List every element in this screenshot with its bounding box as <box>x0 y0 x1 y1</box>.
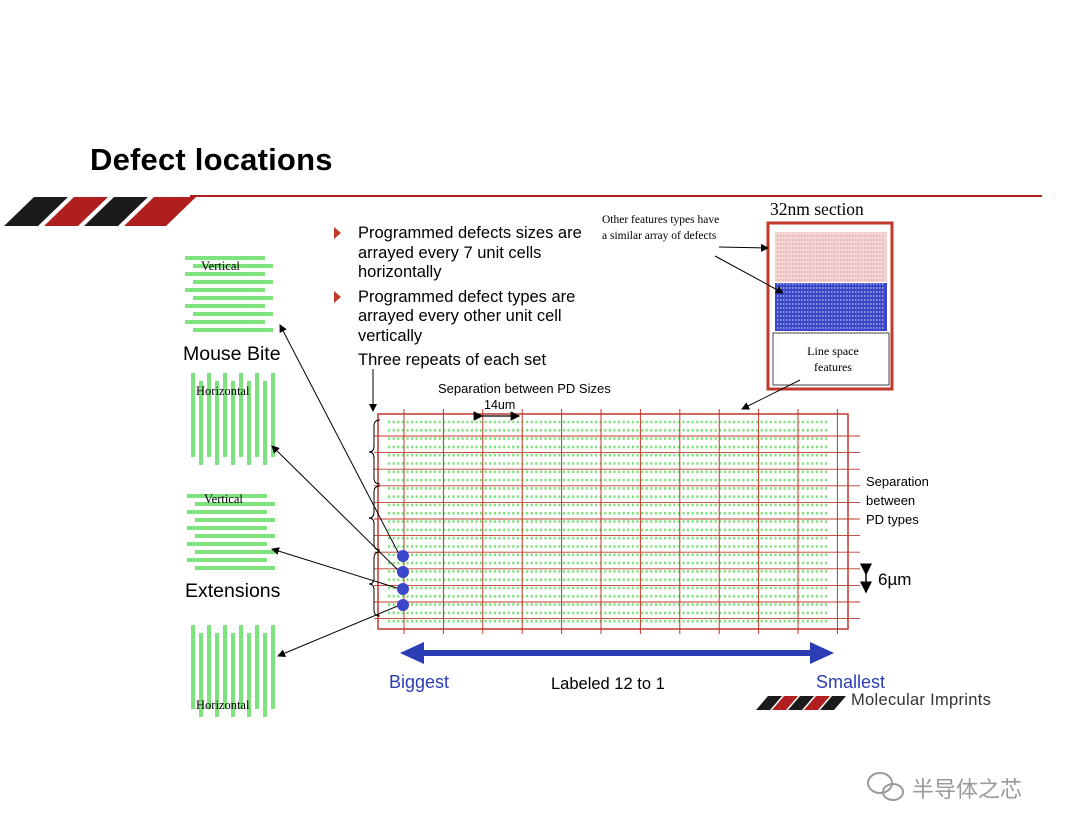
swatch-stripe <box>191 625 195 709</box>
swatch-stripe <box>231 381 235 465</box>
swatch-stripe <box>263 633 267 717</box>
swatch-stripe <box>255 373 259 457</box>
swatch-stripe <box>239 625 243 709</box>
pattern-swatch <box>187 490 275 570</box>
swatch-stripe <box>195 518 275 522</box>
swatch-stripe <box>187 558 267 562</box>
bullet-text: Programmed defect types are arrayed ever… <box>358 287 576 345</box>
swatch-stripe <box>207 625 211 709</box>
swatch-stripe <box>195 566 275 570</box>
swatch-stripe <box>193 312 273 316</box>
swatch-stripe <box>185 288 265 292</box>
swatch-stripe <box>199 633 203 717</box>
swatch-label: Vertical <box>201 259 240 273</box>
bullet-arrow-icon <box>334 290 341 303</box>
extensions-label: Extensions <box>185 580 281 602</box>
bullet-item: Programmed defect types are arrayed ever… <box>334 288 604 347</box>
section-note: Other features types have a similar arra… <box>602 213 719 244</box>
brand-logo-stripes <box>756 696 846 710</box>
line-space-line: Line space <box>807 344 859 358</box>
biggest-label: Biggest <box>389 672 450 692</box>
size-label: 14um <box>484 398 516 412</box>
defect-grid <box>374 409 860 634</box>
swatch-stripe <box>187 526 267 530</box>
swatch-stripe <box>185 304 265 308</box>
swatch-stripe <box>271 625 275 709</box>
swatch-stripe <box>199 381 203 465</box>
swatch-stripe <box>215 381 219 465</box>
swatch-stripe <box>193 328 273 332</box>
separation-types-line: PD types <box>866 512 919 527</box>
brand-name: Molecular Imprints <box>851 691 992 709</box>
bullet-plain-text: Three repeats of each set <box>358 351 547 369</box>
labeled-range-label: Labeled 12 to 1 <box>551 675 665 693</box>
page-title: Defect locations <box>90 142 333 177</box>
swatch-stripe <box>207 373 211 457</box>
swatch-stripe <box>187 494 267 498</box>
repeat-braces <box>368 419 381 617</box>
section-note-line: a similar array of defects <box>602 229 717 242</box>
swatch-stripe <box>193 264 273 268</box>
swatch-stripe <box>223 373 227 457</box>
callout-arrows <box>271 243 801 657</box>
swatch-stripe <box>231 633 235 717</box>
swatch-label: Horizontal <box>196 384 250 398</box>
title-rule <box>190 195 1042 197</box>
pattern-swatch <box>185 252 273 334</box>
smallest-label: Smallest <box>816 672 886 692</box>
swatch-stripe <box>185 256 265 260</box>
swatch-label: Horizontal <box>196 698 250 712</box>
wechat-icon <box>867 772 904 801</box>
swatch-stripe <box>187 510 267 514</box>
swatch-stripe <box>263 381 267 465</box>
bullet-text: Programmed defects sizes are arrayed eve… <box>358 224 582 281</box>
section-box <box>766 221 894 391</box>
section-note-line: Other features types have <box>602 214 720 226</box>
watermark-text: 半导体之芯 <box>912 777 1023 802</box>
header-stripes <box>4 197 196 226</box>
line-space-line: features <box>814 360 852 374</box>
swatch-stripe <box>195 550 275 554</box>
dimension-label: 6µm <box>878 570 912 589</box>
swatch-stripe <box>223 625 227 709</box>
swatch-stripe <box>239 373 243 457</box>
pattern-swatch <box>189 373 277 465</box>
swatch-stripe <box>271 373 275 457</box>
swatch-stripe <box>193 280 273 284</box>
separation-types-line: Separation <box>866 474 929 489</box>
swatch-stripe <box>195 502 275 506</box>
size-scale-arrow <box>400 642 834 664</box>
separation-types-line: between <box>866 493 916 508</box>
line-space-label: Line space features <box>776 343 890 375</box>
swatch-stripe <box>193 296 273 300</box>
swatch-stripe <box>187 542 267 546</box>
swatch-stripe <box>195 534 275 538</box>
swatch-stripe <box>255 625 259 709</box>
swatch-stripe <box>185 320 265 324</box>
separation-types-label: Separation between PD types <box>866 472 929 529</box>
pattern-swatch <box>189 625 275 717</box>
swatch-stripe <box>185 272 265 276</box>
mouse-bite-label: Mouse Bite <box>183 343 281 365</box>
bullet-item: Programmed defects sizes are arrayed eve… <box>334 224 604 283</box>
swatch-stripe <box>247 633 251 717</box>
swatch-label: Vertical <box>204 492 243 506</box>
bullet-arrow-icon <box>334 227 341 239</box>
bullet-list: Programmed defects sizes are arrayed eve… <box>334 224 604 371</box>
swatch-stripe <box>215 633 219 717</box>
swatch-stripe <box>191 373 195 457</box>
pattern-swatches <box>185 252 277 717</box>
section-title: 32nm section <box>770 199 864 219</box>
swatch-stripe <box>247 381 251 465</box>
separation-sizes-label: Separation between PD Sizes <box>438 381 611 396</box>
highlight-circles <box>397 550 409 611</box>
